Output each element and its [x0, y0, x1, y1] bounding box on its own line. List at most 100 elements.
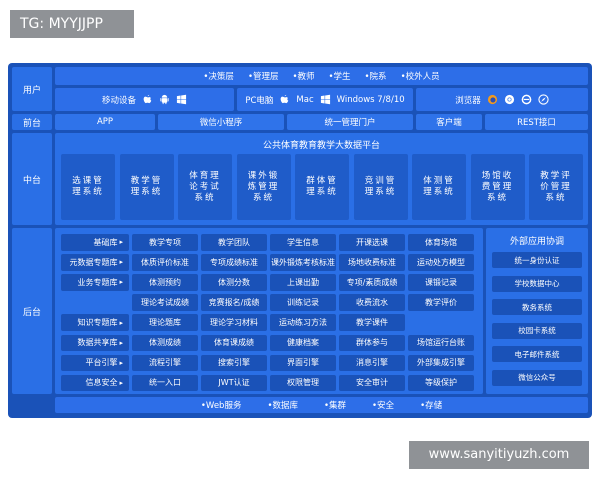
safari-icon [538, 94, 549, 105]
backend-data-panel: 基础库教学专项教学团队学生信息开课选课体育场馆元数据专题库体质评价标准专项成绩标… [55, 228, 483, 394]
user-roles-list: 决策层管理层教师学生院系校外人员 [55, 67, 588, 85]
backend-data-cell: 开课选课 [339, 234, 405, 251]
backend-data-cell: 学生信息 [270, 234, 336, 251]
backend-data-cell: 健康档案 [270, 334, 336, 351]
infrastructure-item: Web服务 [201, 399, 242, 411]
front-portal: 统一管理门户 [287, 114, 413, 130]
android-icon [160, 94, 169, 105]
backend-data-cell: 上课出勤 [270, 274, 336, 291]
infrastructure-item: 集群 [324, 399, 346, 411]
watermark-top: TG: MYYJJPP [10, 10, 134, 38]
middle-system-box: 课外锻炼管理系统 [236, 154, 291, 220]
backend-data-cell: 场馆运行台账 [408, 334, 474, 351]
firefox-icon [487, 94, 497, 105]
infrastructure-bar: Web服务 数据库 集群 安全 存储 [55, 397, 588, 413]
browsers-box: 浏览器 [416, 88, 588, 111]
apple-icon [281, 94, 289, 104]
front-wechat-miniprogram: 微信小程序 [158, 114, 284, 130]
backend-data-cell: 体测预约 [132, 274, 198, 291]
user-role-item: 教师 [292, 70, 314, 82]
infrastructure-item: 数据库 [267, 399, 298, 411]
middle-system-box: 竞训管理系统 [353, 154, 408, 220]
backend-data-cell: 体测分数 [201, 274, 267, 291]
backend-data-cell: 专项成绩标准 [201, 254, 267, 271]
user-roles-bar: 决策层管理层教师学生院系校外人员 [55, 67, 588, 85]
backend-data-cell: 场地收费标准 [339, 254, 405, 271]
big-data-platform-panel: 公共体育教育教学大数据平台 选课管理系统 教学管理系统 体育理论考试系统课外锻炼管理… [55, 133, 588, 225]
backend-data-cell: 专项/素质成绩 [339, 274, 405, 291]
infrastructure-item: 存储 [420, 399, 442, 411]
backend-data-cell: 界面引擎 [270, 354, 336, 372]
middle-system-label: 选课管理系统 [72, 176, 104, 197]
mobile-devices-box: 移动设备 [55, 88, 234, 111]
ie-icon [521, 94, 532, 105]
row-label-middle: 中台 [12, 133, 52, 225]
windows-icon [176, 94, 187, 105]
pc-devices-box: PC电脑 Mac Windows 7/8/10 [237, 88, 413, 111]
infrastructure-item: 安全 [372, 399, 394, 411]
backend-data-cell: 教学评价 [408, 294, 474, 311]
browser-label: 浏览器 [455, 95, 481, 106]
external-app-item: 学校数据中心 [492, 275, 582, 292]
middle-system-box: 体育理论考试系统 [178, 154, 232, 220]
backend-data-cell: 等级保护 [408, 374, 474, 392]
backend-data-cell: 权限管理 [270, 374, 336, 392]
user-role-item: 管理层 [248, 70, 279, 82]
backend-data-cell: 体育课成绩 [201, 334, 267, 351]
backend-row-label: 业务专题库 [61, 274, 129, 291]
windows-icon [320, 94, 330, 105]
architecture-diagram: 用户 决策层管理层教师学生院系校外人员 移动设备 PC电脑 Mac Window… [8, 63, 592, 418]
middle-system-label: 群体管理系统 [306, 176, 338, 197]
external-apps-panel: 外部应用协调 统一身份认证学校数据中心教务系统校园卡系统电子邮件系统微信公众号 [486, 228, 588, 394]
backend-data-cell: 教学团队 [201, 234, 267, 251]
backend-data-cell: 训练记录 [270, 294, 336, 311]
row-label-back: 后台 [12, 228, 52, 394]
middle-system-label: 体育理论考试系统 [189, 170, 221, 203]
backend-row-label: 元数据专题库 [61, 254, 129, 271]
pc-label: PC电脑 [245, 95, 274, 106]
backend-data-cell: 搜索引擎 [201, 354, 267, 372]
backend-data-cell: 教学专项 [132, 234, 198, 251]
external-app-item: 电子邮件系统 [492, 346, 582, 362]
middle-system-label: 场馆收费管理系统 [481, 170, 514, 203]
backend-data-cell: 理论考试成绩 [132, 294, 198, 311]
backend-row-label: 信息安全 [61, 374, 129, 392]
mobile-devices-label: 移动设备 [101, 95, 136, 106]
external-app-item: 统一身份认证 [492, 252, 582, 268]
backend-data-cell: 流程引擎 [132, 354, 198, 372]
backend-data-cell: 体质评价标准 [132, 254, 198, 271]
middle-system-label: 课外锻炼管理系统 [247, 170, 280, 203]
backend-data-cell: 体育场馆 [408, 234, 474, 251]
external-apps-title: 外部应用协调 [509, 237, 564, 247]
infrastructure-list: Web服务 数据库 集群 安全 存储 [55, 397, 588, 413]
user-role-item: 院系 [365, 70, 387, 82]
row-label-user: 用户 [12, 67, 52, 111]
external-app-item: 教务系统 [492, 299, 582, 315]
backend-data-cell: 课外锻炼考核标准 [270, 254, 336, 271]
backend-data-cell: 体测成绩 [132, 334, 198, 351]
backend-row-label: 基础库 [61, 234, 129, 251]
platform-title: 公共体育教育教学大数据平台 [262, 141, 380, 151]
watermark-bottom: www.sanyitiyuzh.com [409, 441, 589, 469]
middle-system-label: 体测管理系统 [423, 176, 455, 197]
user-role-item: 决策层 [203, 70, 234, 82]
middle-system-label: 竞训管理系统 [364, 176, 397, 197]
backend-row-label: 平台引擎 [61, 354, 129, 372]
middle-system-label: 教学管理系统 [130, 176, 163, 197]
front-client: 客户端 [416, 114, 482, 130]
middle-system-box: 教学管理系统 [119, 154, 174, 220]
middle-system-box: 体测管理系统 [412, 154, 466, 220]
middle-system-box: 教学评价管理系统 [529, 154, 583, 220]
chrome-icon [504, 94, 514, 105]
backend-data-cell: 理论学习材料 [201, 314, 267, 331]
backend-data-cell: JWT认证 [201, 374, 267, 392]
external-app-item: 微信公众号 [492, 369, 582, 386]
middle-system-box: 选课管理系统 [61, 154, 115, 220]
mac-label: Mac [296, 94, 314, 105]
backend-data-cell: 运动练习方法 [270, 314, 336, 331]
backend-data-cell: 外部集成引擎 [408, 354, 474, 372]
backend-data-cell: 运动处方模型 [408, 254, 474, 271]
backend-data-cell: 消息引擎 [339, 354, 405, 372]
backend-data-cell: 收费流水 [339, 294, 405, 311]
backend-data-cell: 竞赛报名/成绩 [201, 294, 267, 311]
